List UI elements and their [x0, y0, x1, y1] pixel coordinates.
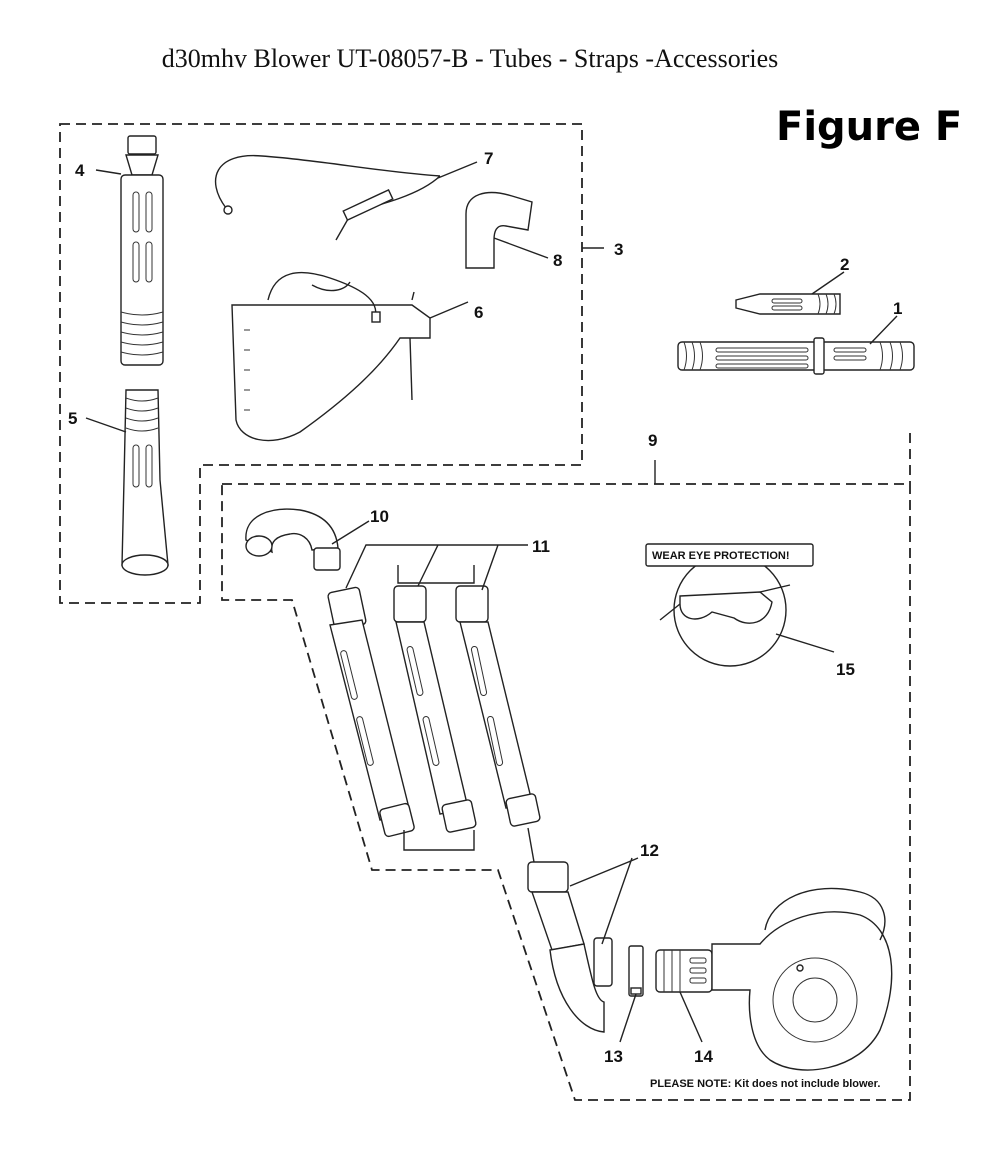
part-2-short-tube: [735, 293, 841, 315]
page-title: d30mhv Blower UT-08057-B - Tubes - Strap…: [161, 44, 779, 73]
leader-lines: [85, 161, 898, 1043]
part-11-tube-a: [327, 586, 415, 838]
part-12-adapter: [527, 861, 613, 1033]
kit-note: PLEASE NOTE: Kit does not include blower…: [650, 1078, 880, 1090]
callout-12: 12: [640, 841, 659, 860]
blower-outline: [711, 887, 893, 1071]
part-14-blower-tube: [655, 949, 713, 993]
callout-1: 1: [893, 299, 902, 318]
kit-9-boundary: [221, 483, 911, 1101]
part-15-eye-protection-decal: [645, 543, 814, 667]
callout-10: 10: [370, 507, 389, 526]
part-13-clamp-screw: [630, 987, 642, 995]
callout-9: 9: [648, 431, 657, 450]
callout-11: 11: [532, 537, 550, 556]
callout-14: 14: [694, 1047, 713, 1066]
callout-15: 15: [836, 660, 855, 679]
callout-3: 3: [614, 240, 623, 259]
part-11-tube-c: [455, 585, 541, 827]
callout-6: 6: [474, 303, 483, 322]
kit-3-boundary: [59, 123, 583, 604]
part-8-elbow: [465, 191, 533, 269]
part-4-upper-tube: [120, 135, 164, 366]
part-11-tube-b: [393, 585, 477, 833]
eye-protection-sign-text: WEAR EYE PROTECTION!: [652, 550, 790, 562]
part-5-nozzle-tube: [121, 389, 169, 576]
part-1-long-tube: [677, 337, 915, 375]
callout-8: 8: [553, 251, 562, 270]
part-6-collection-bag: [231, 271, 431, 442]
callout-2: 2: [840, 255, 849, 274]
figure-label: Figure F: [776, 104, 963, 150]
callout-4: 4: [75, 161, 85, 180]
tube-pair-bracket: [403, 830, 475, 851]
callout-13: 13: [604, 1047, 623, 1066]
callout-5: 5: [68, 409, 77, 428]
part-10-opening: [245, 535, 273, 557]
callout-7: 7: [484, 149, 493, 168]
part-7-strap: [214, 154, 441, 241]
part-10-connector: [313, 547, 341, 571]
tube-c-link: [527, 827, 535, 863]
